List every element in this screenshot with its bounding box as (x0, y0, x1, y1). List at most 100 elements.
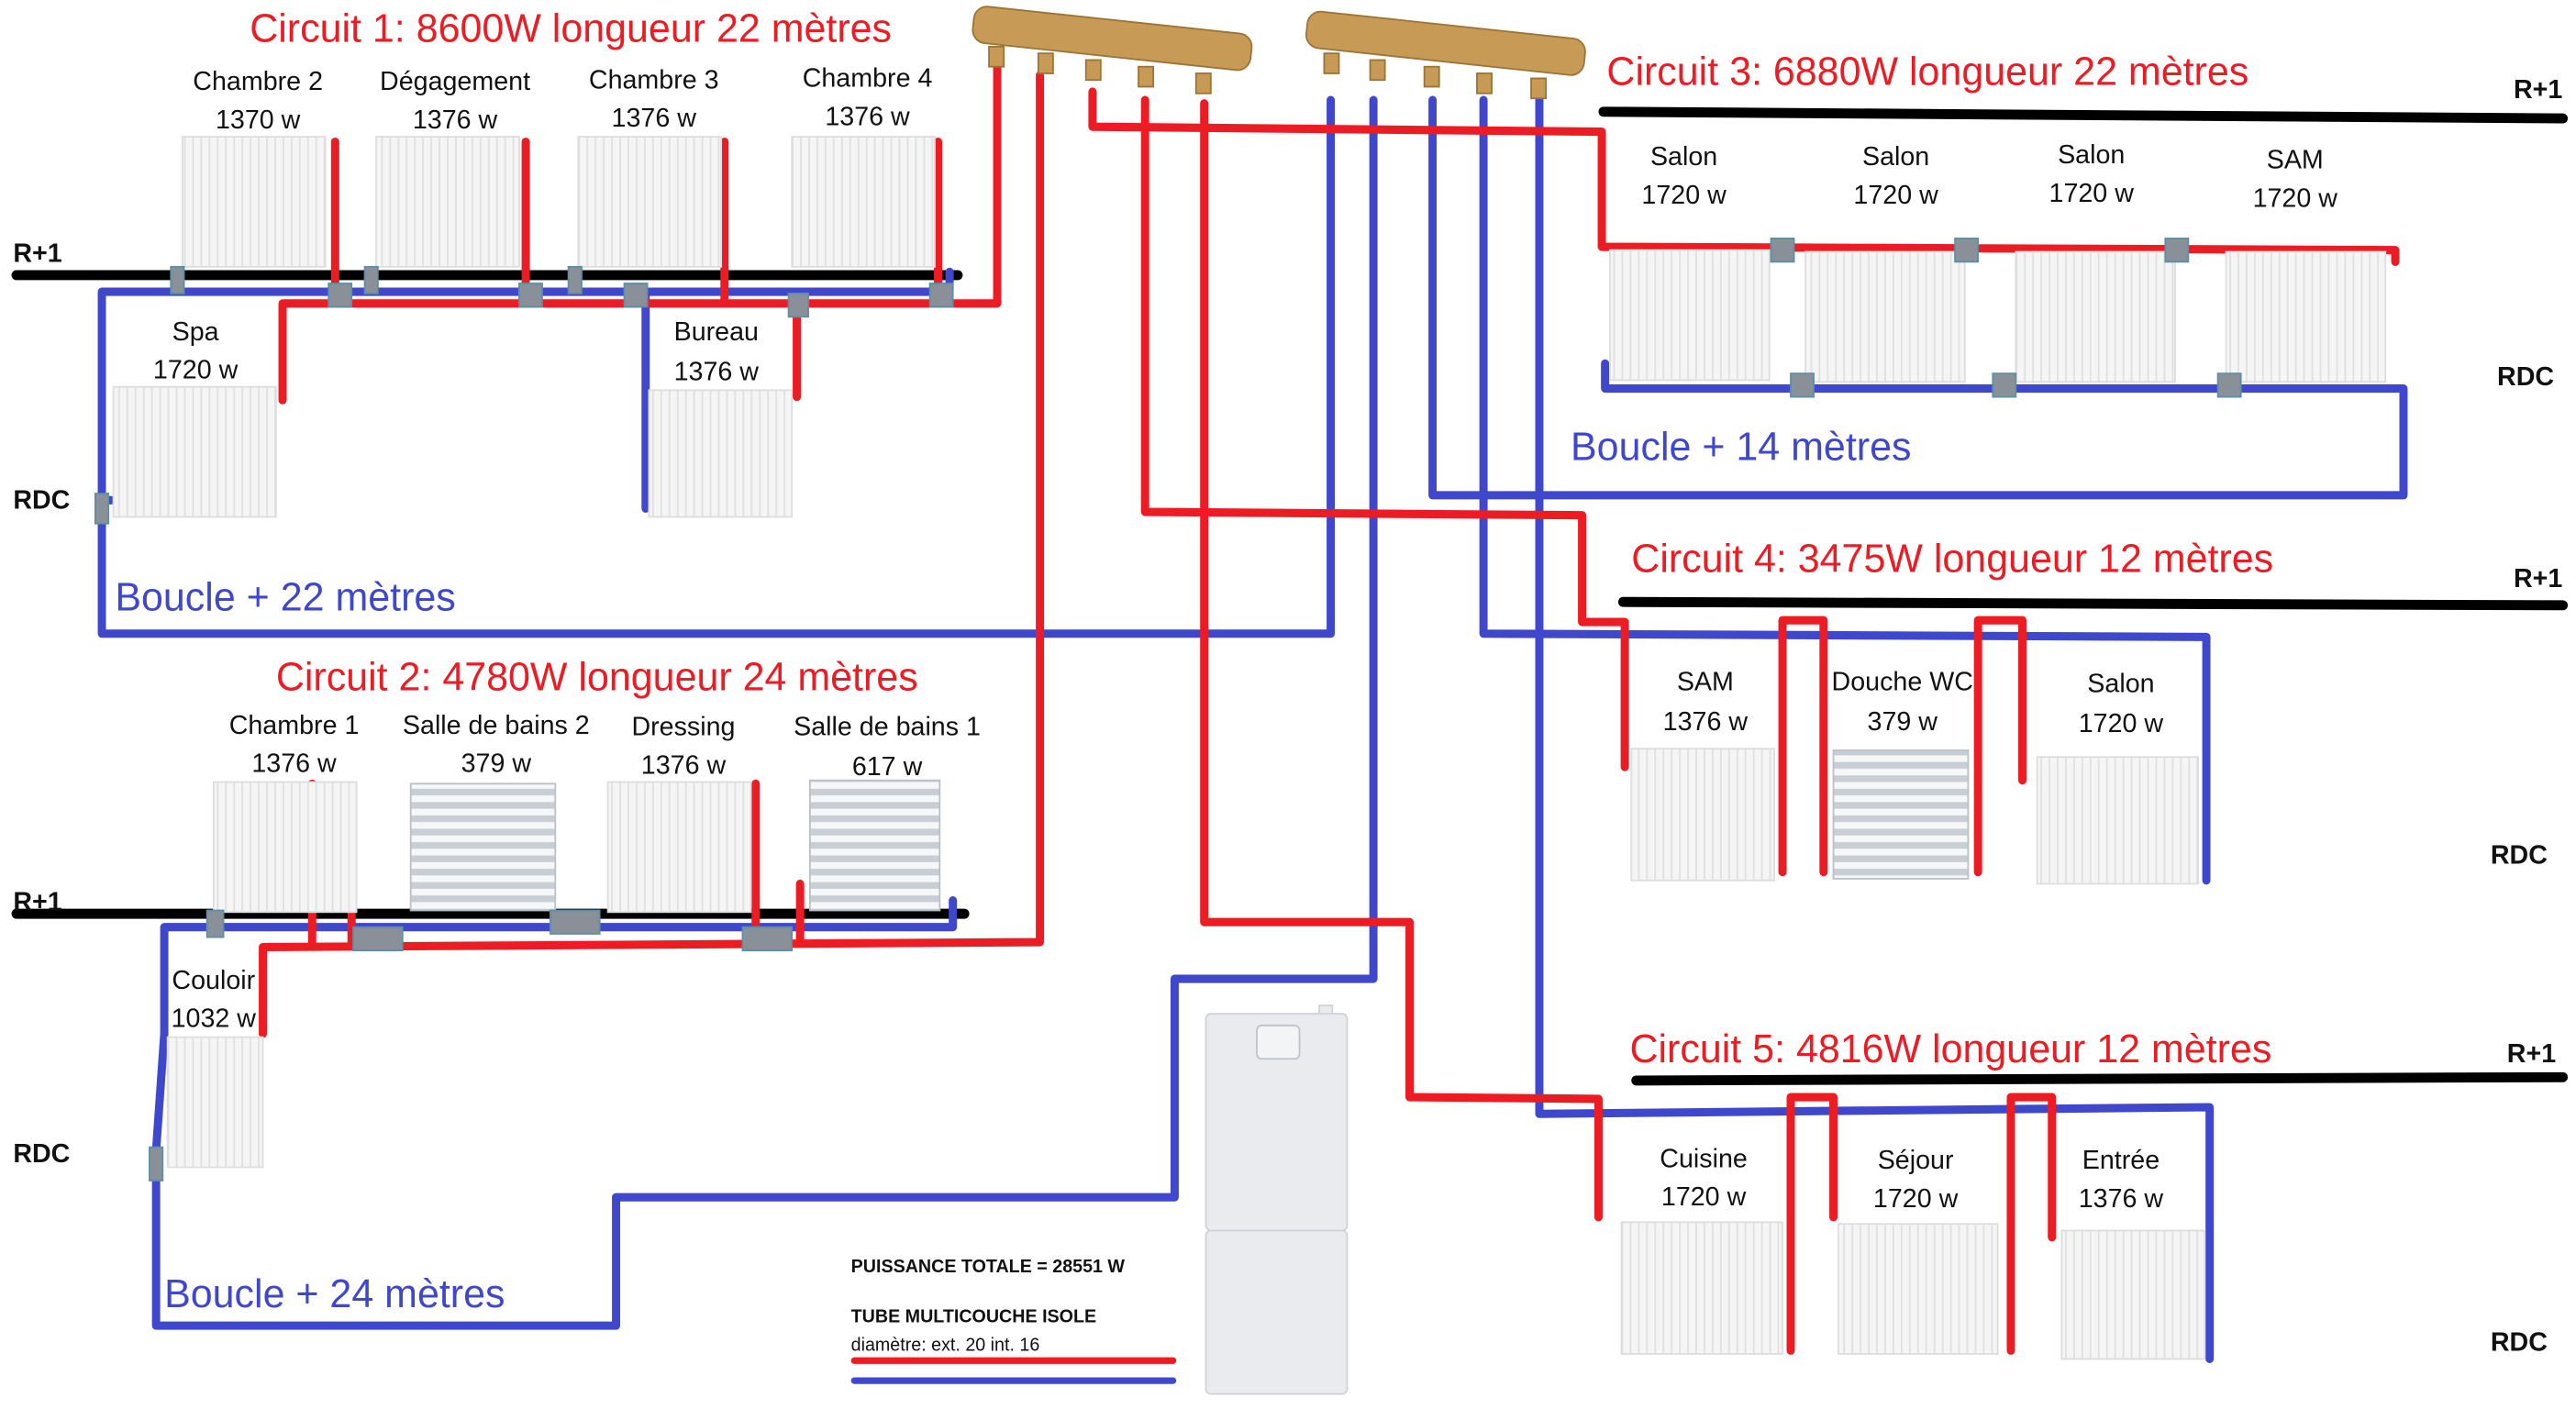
panel-radiator (1620, 1221, 1783, 1355)
valve-fitting (1992, 372, 2017, 398)
room-power: 1720 w (2049, 179, 2135, 208)
panel-radiator (2060, 1229, 2206, 1360)
panel-radiator (2225, 250, 2387, 383)
valve-fitting (567, 265, 583, 294)
valve-fitting (1770, 238, 1795, 263)
radiator-douche-wc: Douche WC 379 w (1832, 667, 1973, 880)
radiator-entree: Entrée 1376 w (2060, 1146, 2206, 1360)
room-name: Salle de bains 2 (403, 711, 590, 740)
supply-jump-c5-a (1786, 1093, 1838, 1355)
manifold-outlet (1084, 59, 1102, 82)
manifold-outlet (1423, 65, 1440, 88)
panel-radiator (1838, 1223, 1999, 1355)
valve-fitting (928, 283, 954, 308)
supply-manifold (972, 6, 1253, 94)
room-power: 1720 w (1641, 181, 1727, 210)
radiator-cuisine: Cuisine 1720 w (1620, 1144, 1783, 1355)
panel-radiator (2015, 250, 2176, 383)
circuit-2-title: Circuit 2: 4780W longueur 24 mètres (276, 655, 918, 699)
total-power-label: PUISSANCE TOTALE = 28551 W (851, 1257, 1126, 1277)
level-label-rdc-c2: RDC (13, 1139, 70, 1169)
radiator-salon-c: Salon 1720 w (2015, 140, 2176, 383)
room-name: SAM (2267, 145, 2324, 174)
floor-line-c4 (1617, 596, 2569, 611)
room-power: 1376 w (251, 749, 337, 778)
panel-radiator (181, 136, 327, 268)
radiator-couloir: Couloir 1032 w (166, 966, 264, 1169)
supply-pipe-c5 (1200, 99, 1603, 1222)
return-pipe-c5 (1535, 95, 2215, 1364)
manifold-outlet (1530, 77, 1548, 100)
room-name: Salon (2058, 140, 2125, 170)
radiator-salle-de-bains-2: Salle de bains 2 379 w (403, 711, 590, 912)
panel-radiator (1804, 250, 1966, 383)
room-name: Couloir (172, 966, 255, 995)
boiler-control-panel (1256, 1025, 1301, 1060)
radiator-degagement: Dégagement 1376 w (375, 67, 530, 268)
room-name: Salon (1862, 142, 1929, 172)
manifold-outlet (1037, 52, 1054, 74)
room-power: 1720 w (153, 355, 239, 384)
level-label-rdc-c3: RDC (2497, 362, 2554, 392)
valve-fitting (2216, 372, 2242, 398)
room-power: 1376 w (674, 357, 760, 386)
return-manifold (1305, 10, 1586, 100)
circuit-3-loop-label: Boucle + 14 mètres (1571, 425, 1911, 469)
circuit-4-title: Circuit 4: 3475W longueur 12 mètres (1631, 537, 2273, 581)
room-power: 1376 w (2079, 1184, 2164, 1214)
level-label-rdc-c5: RDC (2491, 1327, 2548, 1357)
circuit-3-title: Circuit 3: 6880W longueur 22 mètres (1606, 50, 2248, 94)
panel-radiator (112, 385, 277, 518)
level-label-r1-c2: R+1 (13, 887, 61, 916)
boiler-lower-body (1205, 1229, 1349, 1395)
valve-fitting (352, 926, 404, 952)
room-power: 1376 w (413, 105, 498, 135)
legend: PUISSANCE TOTALE = 28551 W TUBE MULTICOU… (850, 1257, 1177, 1384)
panel-radiator (166, 1036, 264, 1169)
room-name: Douche WC (1832, 667, 1973, 696)
room-power: 1720 w (1873, 1184, 1959, 1214)
radiator-chambre-2: Chambre 2 1370 w (181, 67, 327, 268)
level-label-r1-c1: R+1 (13, 239, 61, 268)
level-label-rdc-c1: RDC (13, 485, 70, 515)
room-name: Chambre 1 (229, 711, 360, 740)
room-name: Salle de bains 1 (794, 712, 981, 741)
room-power: 1720 w (2253, 183, 2338, 213)
room-name: Entrée (2082, 1146, 2160, 1175)
return-header-c2 (211, 896, 958, 932)
valve-fitting (518, 283, 543, 308)
valve-fitting (205, 909, 225, 938)
circuit-1-loop-label: Boucle + 22 mètres (115, 575, 455, 619)
radiator-salon-b: Salon 1720 w (1804, 142, 1966, 383)
room-power: 379 w (1868, 707, 1938, 737)
circuit-5-title: Circuit 5: 4816W longueur 12 mètres (1629, 1027, 2271, 1071)
level-label-r1-c4: R+1 (2514, 564, 2562, 594)
valve-fitting (550, 909, 601, 935)
valve-fitting (328, 283, 353, 308)
panel-radiator (791, 136, 936, 268)
towel-radiator (1832, 749, 1970, 880)
room-power: 1720 w (1853, 181, 1938, 210)
boiler (1205, 1004, 1349, 1395)
room-power: 1376 w (825, 102, 910, 131)
panel-radiator (212, 781, 358, 914)
level-label-r1-c5: R+1 (2507, 1039, 2556, 1069)
valve-fitting (787, 293, 809, 318)
radiator-bureau: Bureau 1376 w (648, 317, 794, 518)
radiator-salon-c4: Salon 1720 w (2036, 669, 2200, 885)
room-power: 1376 w (641, 750, 727, 780)
supply-jump-c4-b (1973, 616, 2026, 877)
room-name: Cuisine (1660, 1144, 1748, 1173)
circuit-1-title: Circuit 1: 8600W longueur 22 mètres (250, 6, 892, 50)
return-pipe-c3 (1428, 95, 2408, 500)
circuit-2-loop-label: Boucle + 24 mètres (164, 1272, 505, 1316)
room-name: Bureau (674, 317, 759, 347)
manifold-outlet (1476, 72, 1493, 94)
valve-fitting (94, 493, 110, 525)
radiator-salle-de-bains-1: Salle de bains 1 617 w (794, 712, 981, 912)
valve-fitting (1790, 372, 1815, 398)
room-power: 1376 w (1663, 707, 1749, 737)
room-name: Salon (2087, 669, 2154, 698)
supply-pipe-c4 (1140, 95, 1629, 771)
manifold-outlet (1369, 59, 1386, 82)
